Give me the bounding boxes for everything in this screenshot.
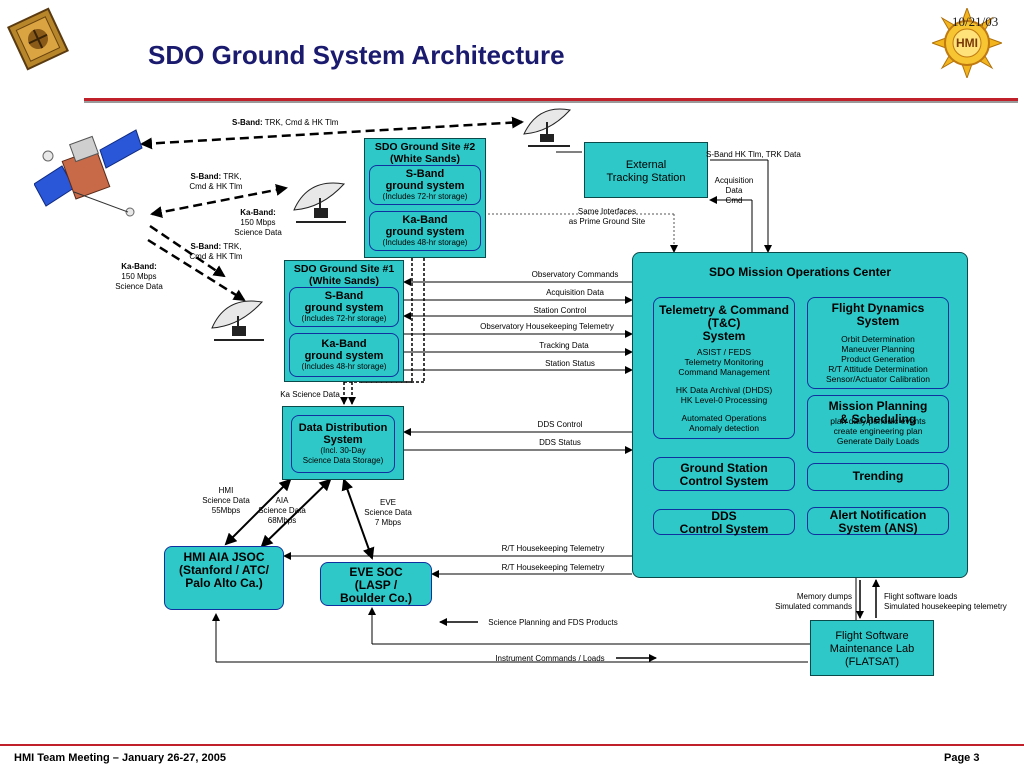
page-title: SDO Ground System Architecture — [148, 40, 565, 70]
link-label-observatory-commands: Observatory Commands — [531, 270, 619, 279]
science-planning-label: Science Planning and FDS Products — [488, 618, 618, 627]
site2-title: SDO Ground Site #2(White Sands) — [374, 141, 476, 165]
link-label-station-control: Station Control — [533, 306, 587, 315]
dds-control-label: DDS Control — [537, 420, 583, 429]
ka-science-label: Ka Science Data — [280, 390, 340, 399]
telemetry-command-system[interactable]: Telemetry & Command(T&C)System ASIST / F… — [653, 297, 795, 439]
footer-page-number: Page 3 — [944, 752, 980, 764]
antenna-dish-site1 — [208, 296, 272, 344]
hmi-aia-jsoc[interactable]: HMI AIA JSOC(Stanford / ATC/Palo Alto Ca… — [164, 546, 284, 610]
rf-label-top: S-Band: TRK, Cmd & HK Tlm — [232, 118, 339, 127]
trending-system[interactable]: Trending — [807, 463, 949, 491]
ka-label-left: Ka-Band: 150 Mbps Science Data — [115, 262, 163, 291]
instrument-commands-label: Instrument Commands / Loads — [495, 654, 605, 663]
rf-links — [140, 116, 524, 302]
hmi-sun-logo: HMI — [932, 8, 1002, 78]
dds-status-label: DDS Status — [539, 438, 581, 447]
eve-soc[interactable]: EVE SOC(LASP /Boulder Co.) — [320, 562, 432, 606]
antenna-dish-top — [520, 104, 578, 150]
footer-rule — [0, 744, 1024, 746]
sband-hk-label: S-Band HK Tlm, TRK Data — [706, 150, 801, 159]
ka-label-mid: Ka-Band: 150 Mbps Science Data — [234, 208, 282, 237]
link-label-tracking-data: Tracking Data — [539, 341, 589, 350]
rt-hk-label-2: R/T Housekeeping Telemetry — [501, 563, 605, 572]
hmi-emblem-logo-left — [6, 6, 70, 72]
header-rule-shadow — [84, 101, 1018, 103]
sdo-spacecraft — [34, 126, 144, 222]
logo-wordmark: HMI — [956, 36, 978, 50]
footer-left: HMI Team Meeting – January 26-27, 2005 — [14, 752, 226, 764]
rt-hk-label-1: R/T Housekeeping Telemetry — [501, 544, 605, 553]
rf-label-mid: S-Band: TRK, Cmd & HK Tlm — [189, 172, 243, 191]
site1-title: SDO Ground Site #1(White Sands) — [293, 263, 395, 287]
header-rule — [84, 98, 1018, 101]
antenna-dish-site2 — [290, 178, 354, 226]
mission-operations-center[interactable]: SDO Mission Operations Center Telemetry … — [632, 252, 968, 578]
moc-title: SDO Mission Operations Center — [708, 265, 892, 279]
date-label: 10/21/03 — [952, 14, 999, 29]
rf-label-low: S-Band: TRK, Cmd & HK Tlm — [189, 242, 243, 261]
link-label-station-status: Station Status — [545, 359, 595, 368]
mission-planning-scheduling[interactable]: Mission Planning& Scheduling plan daily/… — [807, 395, 949, 453]
link-label-observatory-hk-telemetry: Observatory Housekeeping Telemetry — [480, 322, 614, 331]
link-label-acquisition-data: Acquisition Data — [546, 288, 604, 297]
